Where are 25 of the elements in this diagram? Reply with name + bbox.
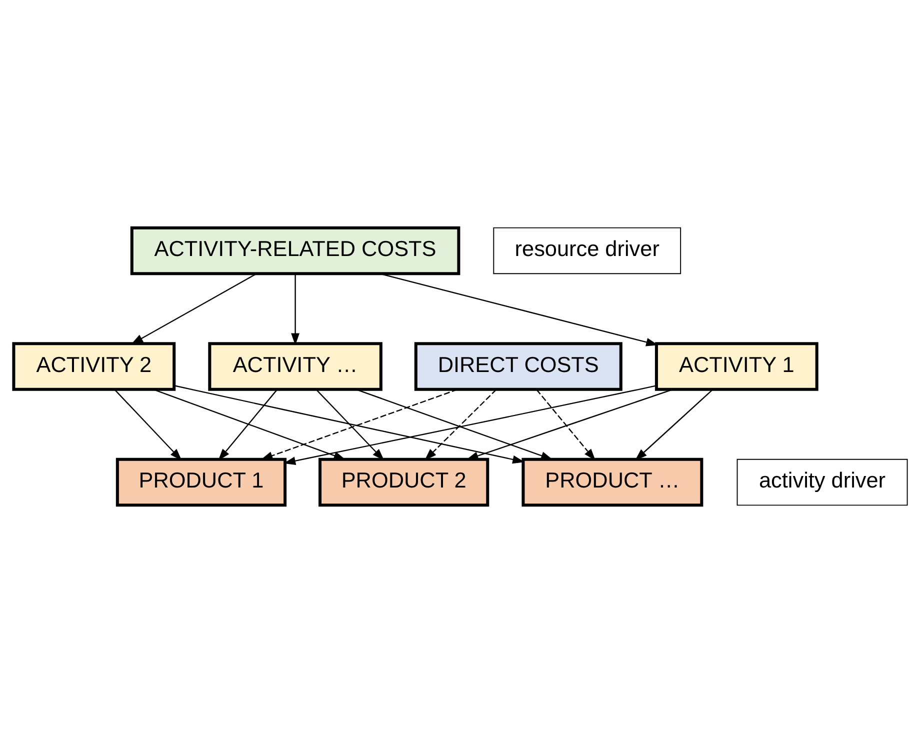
node-box: ACTIVITY 2	[12, 342, 176, 391]
node-box: PRODUCT 1	[116, 458, 287, 507]
node-box: ACTIVITY 1	[654, 342, 818, 391]
node-box: ACTIVITY …	[208, 342, 382, 391]
arrow	[380, 273, 658, 346]
arrow	[174, 385, 525, 464]
arrow	[291, 274, 300, 346]
arrow	[536, 389, 596, 461]
node-box: DIRECT COSTS	[414, 342, 622, 391]
node-box: PRODUCT …	[522, 458, 704, 507]
arrow	[466, 388, 674, 460]
arrow	[283, 385, 656, 466]
arrow	[153, 388, 346, 460]
arrow	[424, 389, 497, 461]
arrow	[356, 388, 554, 460]
arrow	[634, 389, 714, 460]
node-box: PRODUCT 2	[318, 458, 490, 507]
arrow	[260, 388, 458, 460]
node-box: activity driver	[736, 458, 908, 506]
node-box: ACTIVITY-RELATED COSTS	[130, 226, 460, 276]
arrow	[316, 389, 384, 461]
arrow	[218, 389, 278, 461]
arrow	[114, 389, 182, 461]
arrow	[131, 273, 257, 344]
node-box: resource driver	[493, 227, 682, 274]
